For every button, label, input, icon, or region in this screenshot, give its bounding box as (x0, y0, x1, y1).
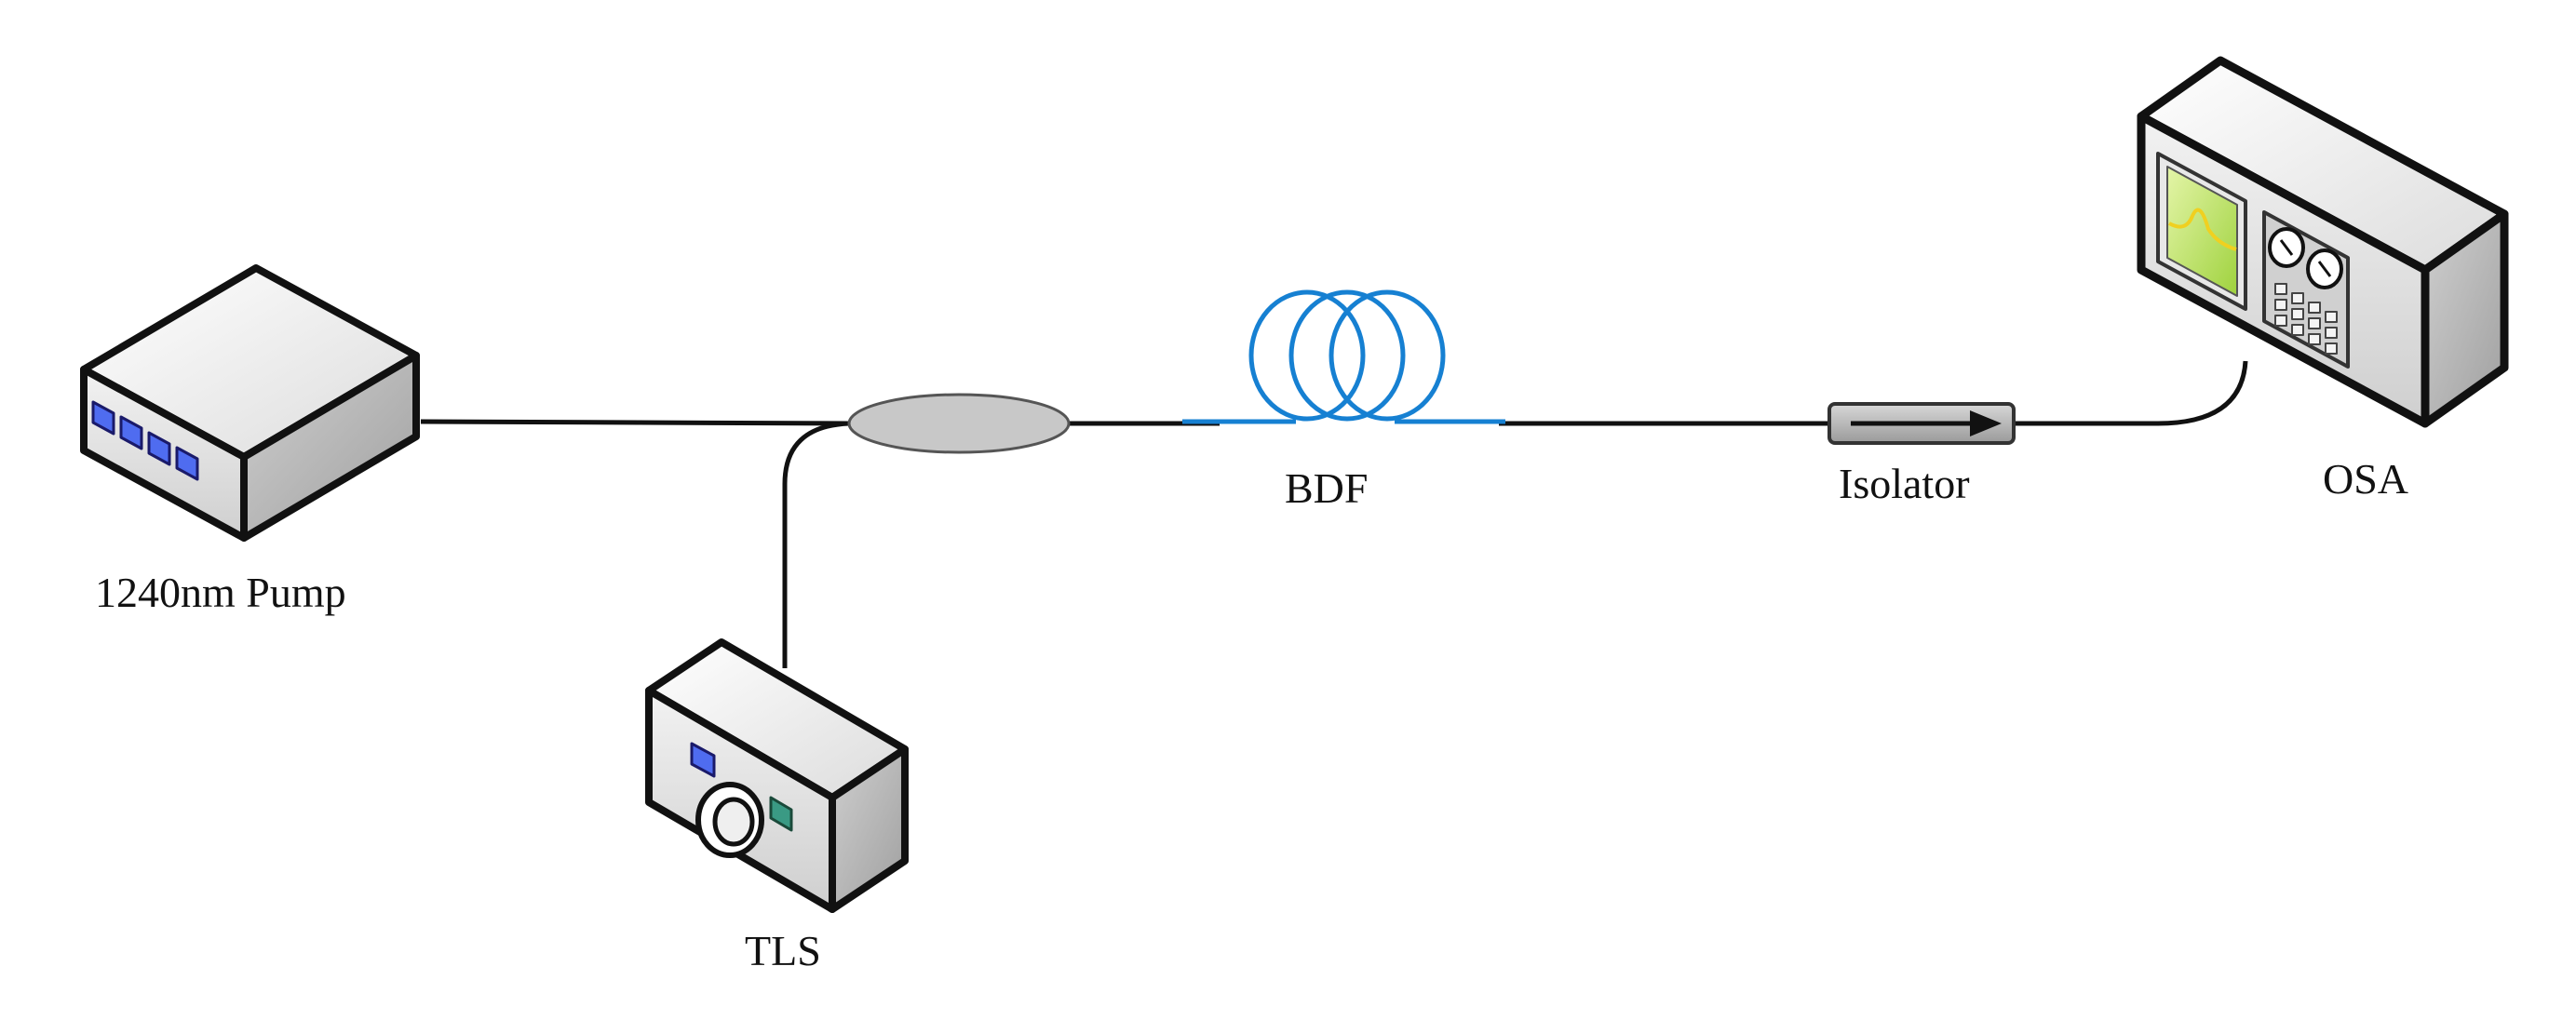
fiber-isolator-to-osa (2016, 360, 2248, 426)
fiber-pump-to-coupler (420, 419, 850, 426)
pump-indicator-lights (91, 400, 199, 481)
tunable-laser-source-icon (645, 638, 909, 913)
fiber-links (420, 360, 2248, 668)
isolator-label: Isolator (1839, 460, 1970, 507)
pump-label: 1240nm Pump (95, 569, 346, 616)
fiber-tls-to-coupler (782, 421, 850, 668)
osa-keypad (2274, 283, 2338, 355)
fiber-coil-icon (1182, 289, 1505, 424)
wdm-coupler-icon (847, 393, 1071, 454)
spectrum-analyzer-icon (2137, 56, 2509, 428)
optical-isolator-icon (1827, 402, 2016, 445)
laser-source-box-icon (80, 264, 420, 542)
osa-control-panel (2262, 210, 2350, 369)
osa-screen (2156, 152, 2247, 311)
osa-knob-left-icon (2268, 227, 2305, 268)
tls-indicator-light (690, 742, 716, 778)
bdf-label: BDF (1285, 464, 1368, 512)
tls-tuning-knob-icon (695, 782, 764, 858)
spectrum-trace (2168, 208, 2237, 251)
tls-status-light (769, 796, 793, 832)
osa-label: OSA (2323, 455, 2408, 503)
tls-label: TLS (745, 927, 821, 974)
osa-knob-right-icon (2306, 248, 2343, 289)
